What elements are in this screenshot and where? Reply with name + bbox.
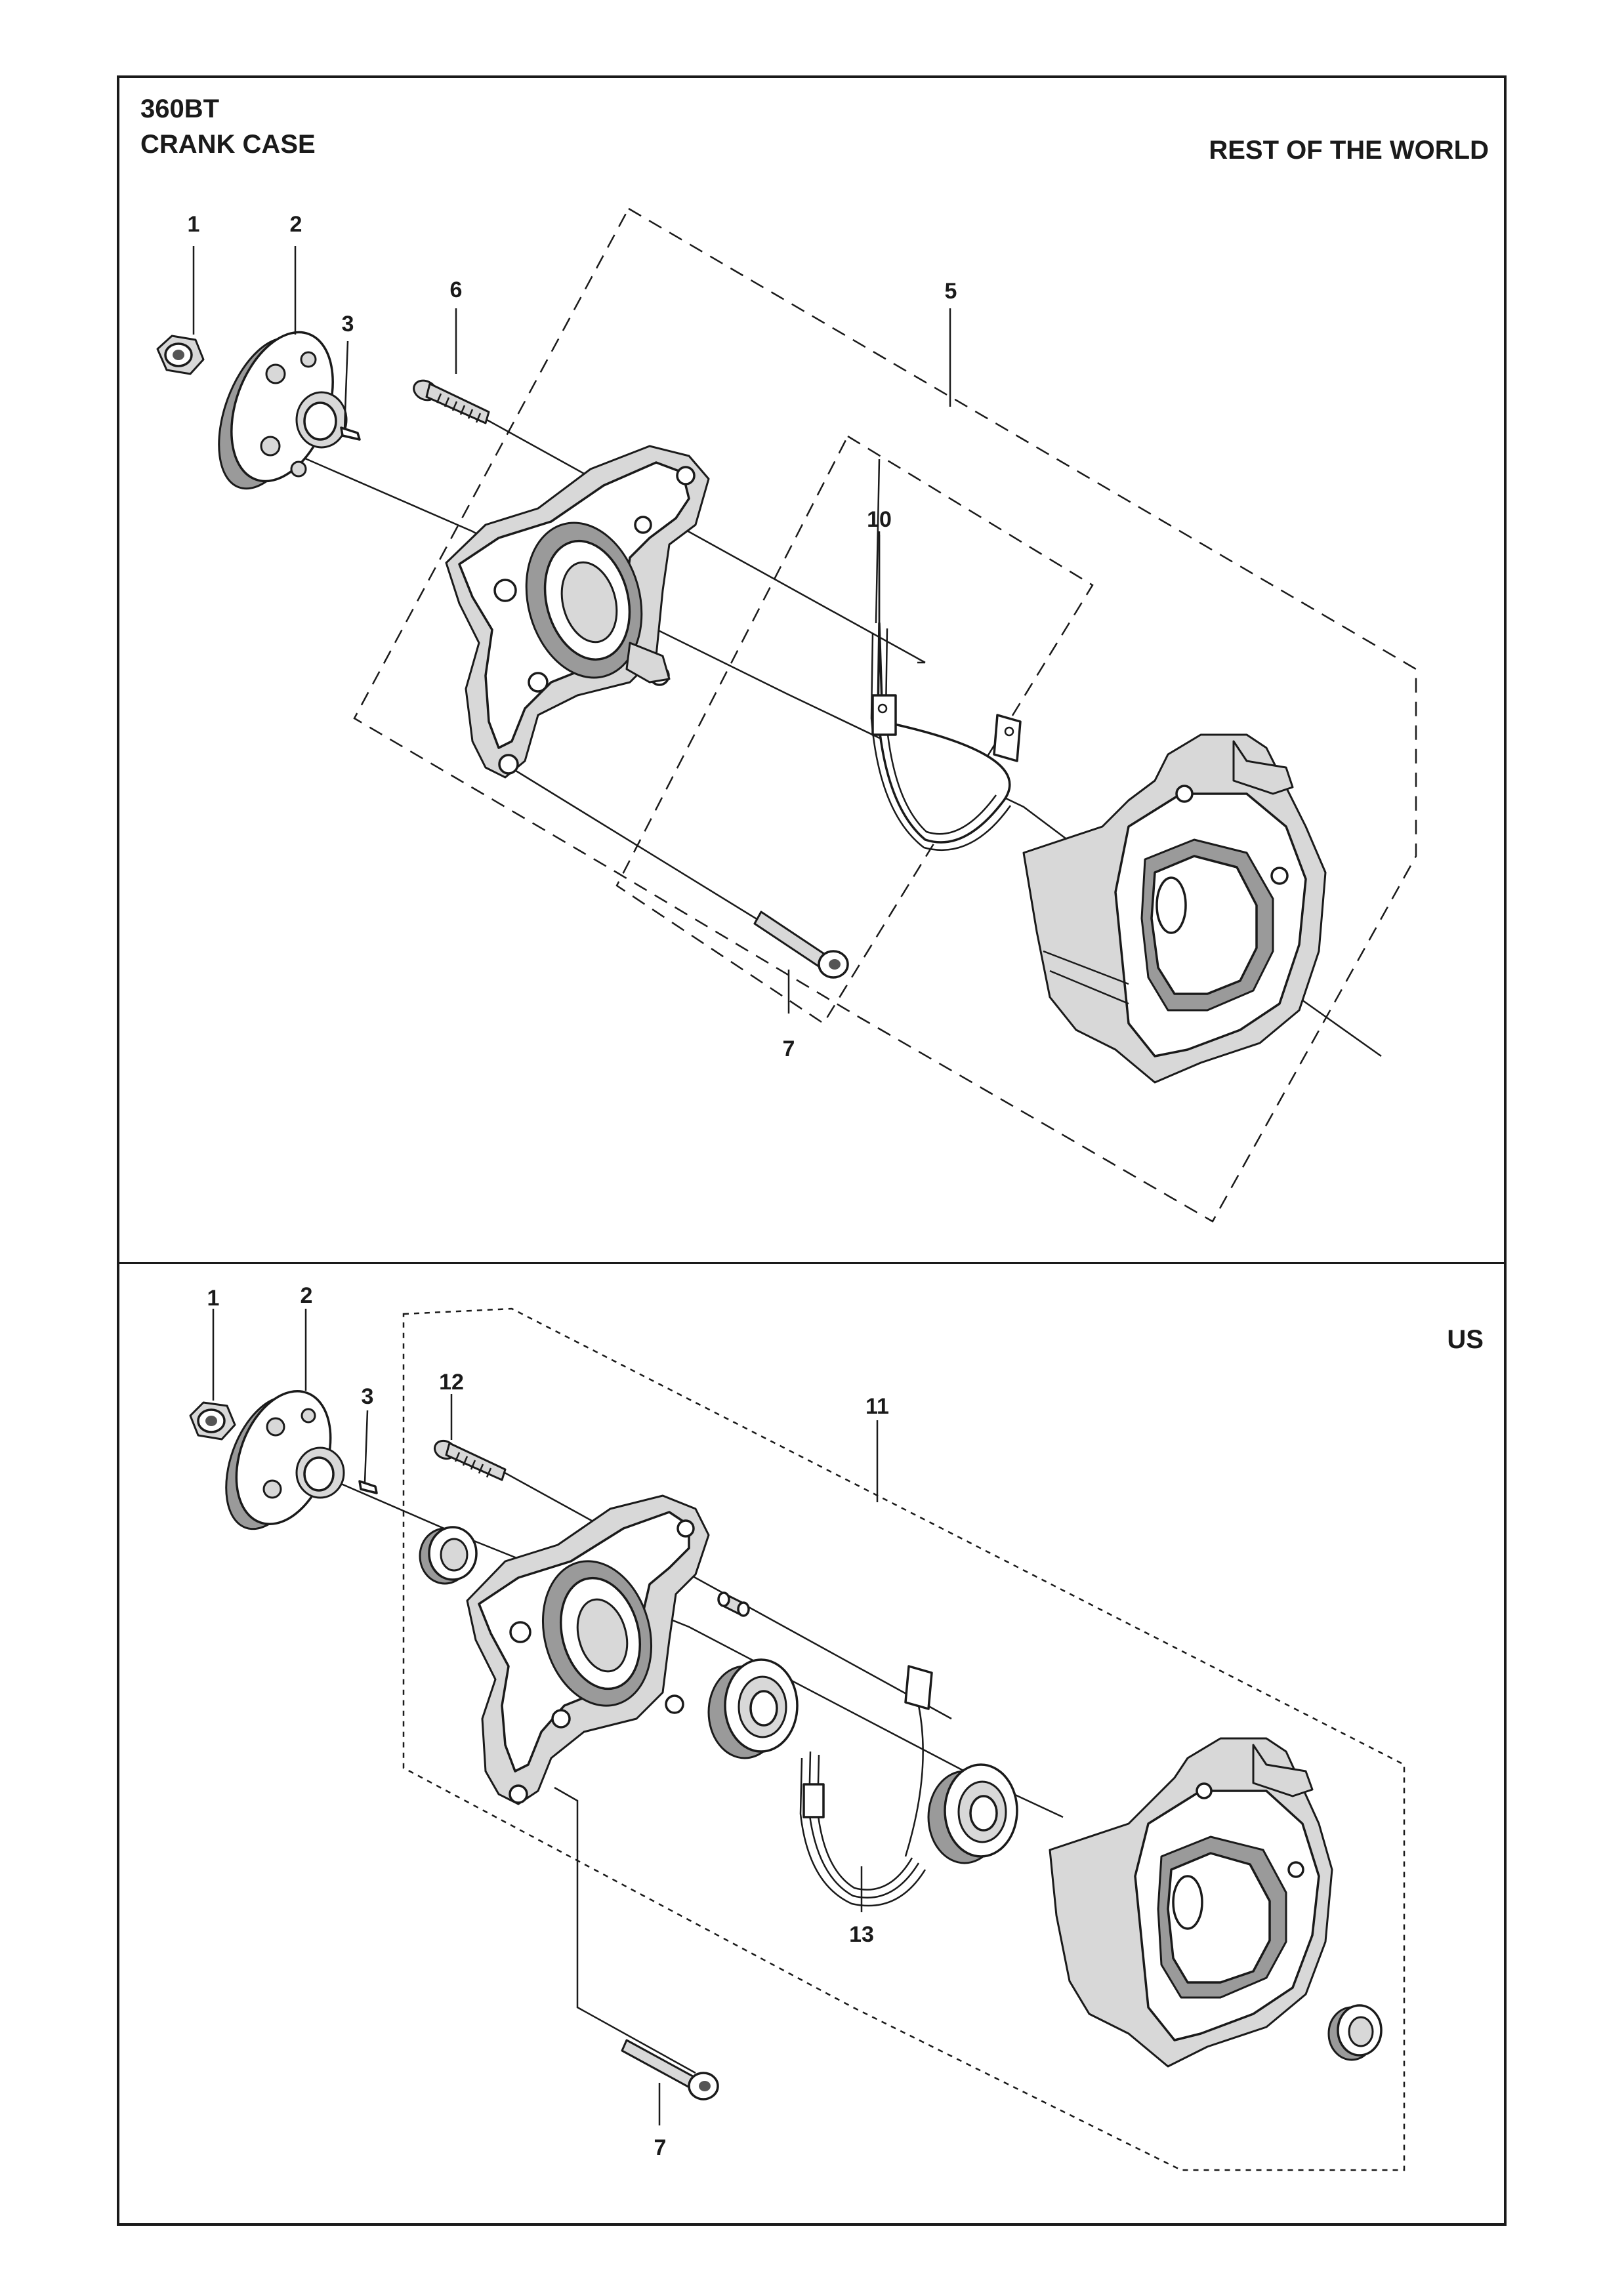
bearing-1 — [707, 1658, 799, 1759]
part-3-key — [358, 1480, 378, 1494]
part-12-screw — [433, 1439, 507, 1481]
bolt-7-axis — [554, 1786, 696, 2074]
part-1-nut — [189, 1401, 236, 1441]
part-6-screw — [413, 379, 490, 424]
callout-3: 3 — [362, 1384, 374, 1409]
callout-6: 6 — [450, 277, 463, 302]
callout-7: 7 — [783, 1036, 795, 1061]
callout-7: 7 — [654, 2135, 667, 2160]
group-outline-5 — [353, 207, 1417, 1223]
callout-1: 1 — [207, 1286, 220, 1311]
callout-2: 2 — [301, 1283, 313, 1308]
part-2-hub — [225, 1390, 345, 1530]
axis-line — [288, 450, 1077, 847]
section-divider — [117, 1262, 1507, 1264]
crankcase-half-left — [445, 445, 710, 779]
diagram-title: CRANK CASE — [140, 130, 316, 159]
part-7-bolt — [621, 2039, 719, 2101]
bolt-6-axis — [486, 419, 926, 664]
part-2-hub — [218, 331, 348, 490]
top-assembly: 1 2 3 6 5 10 7 — [156, 207, 1417, 1223]
part-3-key — [340, 426, 361, 441]
model-number: 360BT — [140, 94, 220, 123]
callout-1: 1 — [188, 212, 200, 237]
part-10-gasket — [870, 459, 1022, 851]
callout-3: 3 — [342, 312, 354, 337]
diagram-frame — [117, 75, 1507, 2226]
callout-13: 13 — [849, 1922, 874, 1947]
crankcase-half-left — [466, 1494, 710, 1805]
crankcase-half-right — [1022, 733, 1327, 1084]
group-outline-10 — [615, 435, 1094, 1025]
part-1-nut — [156, 335, 205, 375]
bearing-2 — [927, 1763, 1018, 1864]
bolt-7-axis — [505, 763, 767, 926]
callout-2: 2 — [290, 212, 302, 237]
callout-10: 10 — [867, 507, 892, 532]
callout-5: 5 — [945, 279, 957, 304]
crankcase-half-right — [1049, 1737, 1333, 2068]
seal-right — [1327, 2004, 1383, 2061]
part-7-bolt — [753, 911, 849, 979]
group-outline-11 — [402, 1307, 1405, 2171]
part-13-gasket — [799, 1665, 933, 1907]
region-label-rest-of-world: REST OF THE WORLD — [1209, 136, 1489, 165]
bottom-assembly: 1 2 3 12 11 13 7 — [189, 1283, 1405, 2171]
callout-12: 12 — [439, 1370, 464, 1395]
seal-left — [419, 1526, 478, 1585]
callout-11: 11 — [865, 1394, 889, 1419]
region-label-us: US — [1447, 1325, 1484, 1354]
bushing — [717, 1591, 750, 1617]
